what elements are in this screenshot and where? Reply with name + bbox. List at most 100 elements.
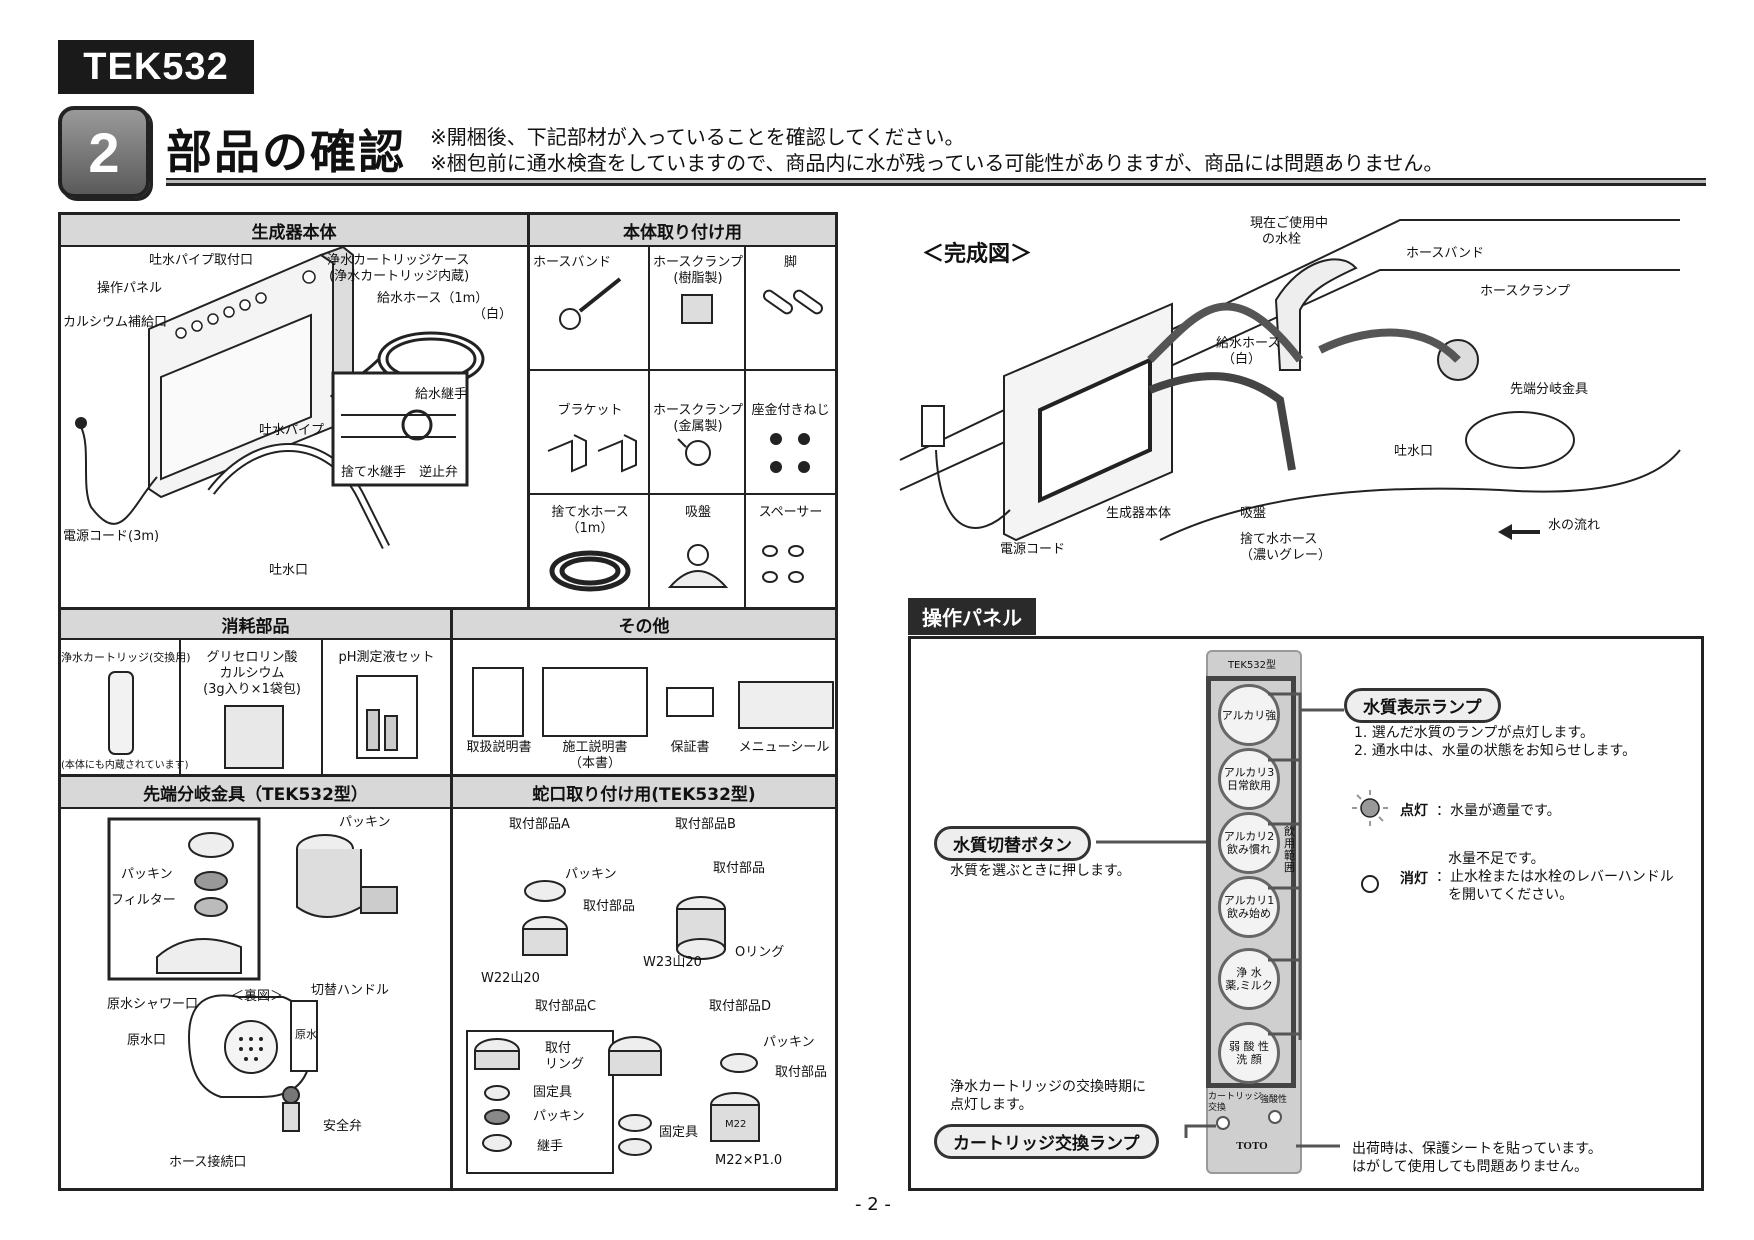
completed-label-supply-hose: （白） [1222, 352, 1262, 367]
shipping-note-line: 出荷時は、保護シートを貼っています。 [1352, 1141, 1602, 1157]
strong-acid-text: 強酸性 [1260, 1095, 1288, 1105]
mount-sub: (樹脂製) [673, 271, 723, 286]
mount-label: 吸盤 [684, 505, 711, 520]
faucet-label-part-b: 取付部品B [675, 817, 736, 832]
label-spout: 吐水口 [269, 563, 309, 578]
label-waste-joint: 捨て水継手 [341, 465, 407, 480]
faucet-label-ring: 取付 [545, 1041, 572, 1056]
mount-cell [650, 495, 746, 607]
completed-label-generator: 生成器本体 [1106, 506, 1172, 521]
label-operation-panel: 操作パネル [97, 281, 163, 296]
cartridge-lamp-desc-line: 点灯します。 [950, 1097, 1033, 1113]
completed-label-hose-clamp: ホースクランプ [1480, 284, 1570, 299]
button-label: 浄 水 [1236, 966, 1262, 979]
mounting-header: 本体取り付け用 [530, 215, 835, 247]
label-cartridge-case-note: (浄水カートリッジ内蔵) [329, 269, 470, 284]
completed-label-waste-hose: （濃いグレー） [1240, 548, 1332, 563]
mounting-box: 本体取り付け用 ホースバンド ホースクランプ (樹脂製) 脚 ブラケット ホース… [527, 212, 838, 610]
button-purified[interactable]: 浄 水 薬,ミルク [1218, 948, 1280, 1010]
panel-button-frame [1206, 676, 1296, 1088]
lamp-off-line: を開いてください。 [1448, 887, 1574, 903]
button-label: アルカリ1 [1223, 894, 1275, 907]
drink-range-label: 飲用範囲 [1284, 825, 1295, 874]
button-alkali-3[interactable]: アルカリ3 日常飲用 [1218, 748, 1280, 810]
others-illustration [472, 667, 834, 737]
faucet-label-packing-d: パッキン [763, 1035, 815, 1050]
completed-label-tip-fitting: 先端分岐金具 [1510, 382, 1589, 397]
faucet-label-mount-part-d: 取付部品 [775, 1065, 828, 1080]
button-alkali-1[interactable]: アルカリ1 飲み始め [1218, 876, 1280, 938]
quality-lamp-pill: 水質表示ランプ [1344, 688, 1501, 723]
lamp-off-line: ：止水栓または水栓のレバーハンドル [1436, 869, 1674, 885]
tip-label-back-view: ＜裏図＞ [231, 989, 284, 1004]
cartridge-note: (本体にも内蔵されています) [61, 760, 189, 771]
tip-label-safety-valve: 安全弁 [323, 1119, 363, 1134]
button-label: アルカリ強 [1221, 708, 1277, 722]
mount-label: ホースクランプ [653, 403, 743, 418]
shipping-note-line: はがして使用しても問題ありません。 [1352, 1159, 1589, 1175]
lamp-off-label: 消灯 [1400, 871, 1428, 887]
others-header: その他 [453, 610, 835, 640]
switch-button-desc: 水質を選ぶときに押します。 [950, 863, 1131, 879]
calcium-line: カルシウム [219, 666, 285, 681]
lamp-on-text: ：水量が適量です。 [1436, 803, 1561, 819]
label-cartridge-case: 浄水カートリッジケース [327, 253, 470, 268]
other-label: 取扱説明書 [466, 740, 532, 755]
button-weak-acid[interactable]: 弱 酸 性 洗 顔 [1218, 1022, 1280, 1084]
cartridge-lamp-text: カートリッジ 交換 [1208, 1092, 1262, 1114]
button-alkali-strong[interactable]: アルカリ強 [1218, 684, 1280, 746]
label-check-valve: 逆止弁 [419, 465, 459, 480]
quality-lamp-desc: 1. 選んだ水質のランプが点灯します。 2. 通水中は、水量の状態をお知らせしま… [1354, 724, 1636, 760]
tip-label-shower-port: 原水シャワー口 [107, 997, 199, 1012]
other-sub: （本書） [568, 756, 621, 771]
completed-label-current-faucet: 現在ご使用中 [1250, 216, 1329, 231]
completed-title: ＜完成図＞ [922, 242, 1033, 267]
cartridge-lamp-pill: カートリッジ交換ランプ [934, 1124, 1159, 1159]
mount-label: 捨て水ホース [551, 505, 629, 520]
generator-illustration [75, 245, 485, 550]
button-label: 弱 酸 性 [1229, 1040, 1269, 1053]
faucet-mount-header: 蛇口取り付け用(TEK532型) [453, 777, 835, 809]
mount-sub: （1m） [566, 521, 614, 536]
faucet-label-m22: M22×P1.0 [715, 1153, 783, 1168]
consumables-box: 消耗部品 浄水カートリッジ(交換用) (本体にも内蔵されています) グリセロリン… [58, 607, 453, 777]
mount-cell [530, 371, 650, 495]
button-alkali-2[interactable]: アルカリ2 飲み慣れ [1218, 812, 1280, 874]
tip-label-hose-port: ホース接続口 [169, 1155, 247, 1170]
faucet-label-packing-a: パッキン [565, 867, 617, 882]
cartridge-lamp-desc-line: 浄水カートリッジの交換時期に [950, 1079, 1146, 1095]
cartridge-lamp [1216, 1116, 1230, 1130]
cartridge-lamp-desc: 浄水カートリッジの交換時期に 点灯します。 [950, 1078, 1146, 1114]
faucet-label-part-a: 取付部品A [509, 817, 570, 832]
button-label: アルカリ2 [1223, 830, 1275, 843]
label-spout-pipe-mount: 吐水パイプ取付口 [149, 253, 254, 268]
button-sublabel: 飲み慣れ [1227, 843, 1271, 856]
lamp-off-text: 水量不足です。 ：止水栓または水栓のレバーハンドル を開いてください。 [1436, 850, 1674, 904]
switch-button-pill: 水質切替ボタン [934, 826, 1091, 861]
page-number: - 2 - [855, 1194, 891, 1215]
mount-cell [746, 371, 835, 495]
faucet-label-ring: リング [545, 1057, 585, 1072]
tip-label-raw-port: 原水口 [127, 1033, 167, 1048]
lamp-off-line: 水量不足です。 [1448, 851, 1545, 867]
note-line: ※開梱後、下記部材が入っていることを確認してください。 [430, 125, 965, 149]
faucet-label-m22-mark: M22 [725, 1119, 747, 1130]
generator-header: 生成器本体 [61, 215, 527, 247]
completed-illustration [899, 219, 1681, 542]
quality-lamp-line: 2. 通水中は、水量の状態をお知らせします。 [1354, 743, 1637, 759]
other-label: メニューシール [738, 740, 830, 755]
tip-fitting-header: 先端分岐金具（TEK532型） [61, 777, 450, 809]
label-supply-hose-color: （白） [473, 307, 513, 322]
mount-label: ホースクランプ [653, 255, 743, 270]
panel-unit-model: TEK532型 [1227, 660, 1277, 671]
calcium-line: グリセロリン酸 [206, 650, 298, 665]
tip-fitting-box: 先端分岐金具（TEK532型） パッキン パッキン フィルター 切替ハンドル ＜… [58, 774, 453, 1191]
faucet-label-oring: Oリング [735, 945, 785, 960]
completed-label-water-flow: 水の流れ [1548, 518, 1601, 533]
label-spout-pipe: 吐水パイプ [259, 423, 325, 438]
button-label: アルカリ3 [1223, 766, 1275, 779]
button-sublabel: 洗 顔 [1236, 1053, 1262, 1066]
brand-logo: TOTO [1236, 1140, 1268, 1152]
completed-label-power-cord: 電源コード [1000, 542, 1066, 557]
